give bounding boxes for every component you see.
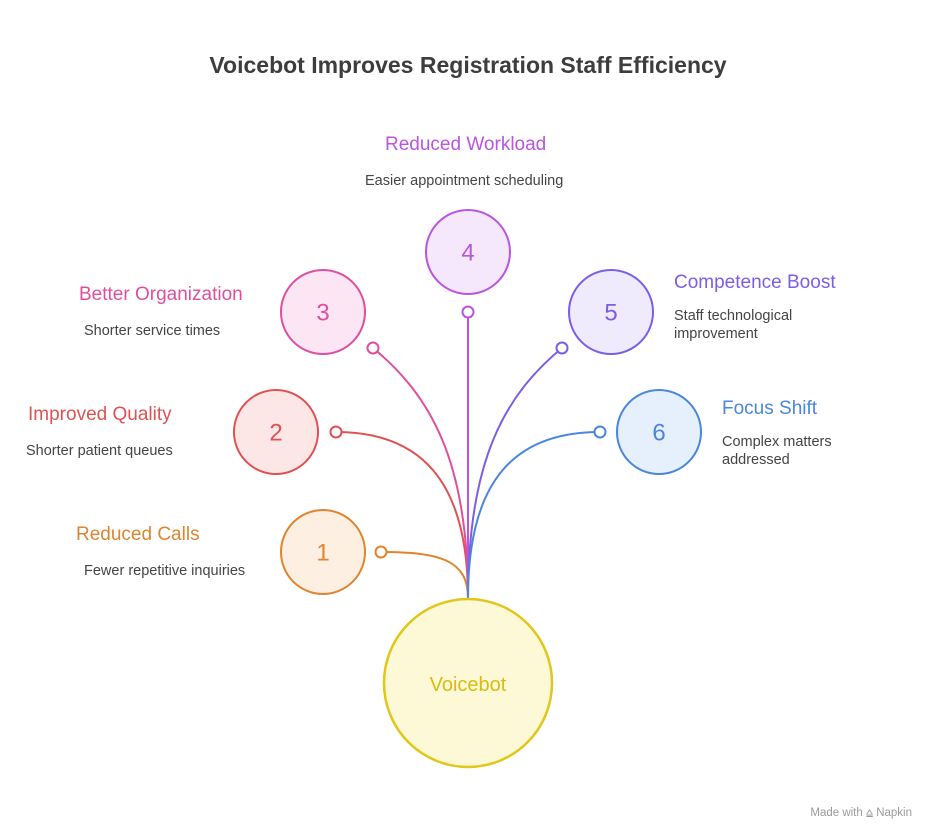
hub-label: Voicebot [430, 674, 507, 696]
item-6-title: Focus Shift [722, 398, 818, 419]
connector-dot-5 [555, 341, 569, 355]
made-with-text: Made with [810, 807, 863, 819]
item-circle-4 [425, 209, 511, 295]
item-number-1: 1 [316, 540, 329, 567]
connector-dot-2 [329, 425, 343, 439]
item-circle-5 [568, 269, 654, 355]
item-node-6: 6 [616, 389, 702, 475]
diagram-title: Voicebot Improves Registration Staff Eff… [209, 52, 727, 78]
connector-1 [380, 551, 469, 599]
item-number-6: 6 [652, 420, 665, 447]
item-3-title: Better Organization [79, 284, 243, 305]
brand-text: Napkin [876, 807, 912, 819]
item-circle-3 [280, 269, 366, 355]
item-node-2: 2 [233, 389, 319, 475]
item-circle-2 [233, 389, 319, 475]
item-node-3: 3 [280, 269, 366, 355]
item-1-description: Fewer repetitive inquiries [84, 563, 246, 579]
item-circle-6 [616, 389, 702, 475]
item-2-title: Improved Quality [28, 404, 172, 425]
connector-dot-1 [374, 545, 388, 559]
item-number-3: 3 [316, 300, 329, 327]
item-circle-1 [280, 509, 366, 595]
hub-node: Voicebot [382, 597, 554, 769]
connector-2 [335, 431, 469, 599]
item-4-description: Easier appointment scheduling [365, 173, 564, 189]
connector-dot-6 [593, 425, 607, 439]
item-node-4: 4 [425, 209, 511, 295]
item-3-description: Shorter service times [84, 323, 221, 339]
item-6-description: Complex matters addressed [722, 434, 832, 468]
item-node-5: 5 [568, 269, 654, 355]
napkin-watermark: Made with ⩠ Napkin [810, 807, 912, 820]
item-5-title: Competence Boost [674, 272, 836, 293]
item-number-5: 5 [604, 300, 617, 327]
item-node-1: 1 [280, 509, 366, 595]
napkin-logo-icon: ⩠ [865, 807, 873, 819]
item-number-2: 2 [269, 420, 282, 447]
item-2-description: Shorter patient queues [26, 443, 173, 459]
connector-dot-4 [461, 305, 475, 319]
item-1-title: Reduced Calls [76, 524, 200, 545]
item-number-4: 4 [461, 240, 474, 267]
connector-5 [467, 347, 563, 599]
connector-6 [467, 431, 601, 599]
item-4-title: Reduced Workload [385, 134, 547, 155]
connector-3 [372, 347, 469, 599]
item-5-description: Staff technological improvement [674, 308, 793, 342]
connector-dot-3 [366, 341, 380, 355]
